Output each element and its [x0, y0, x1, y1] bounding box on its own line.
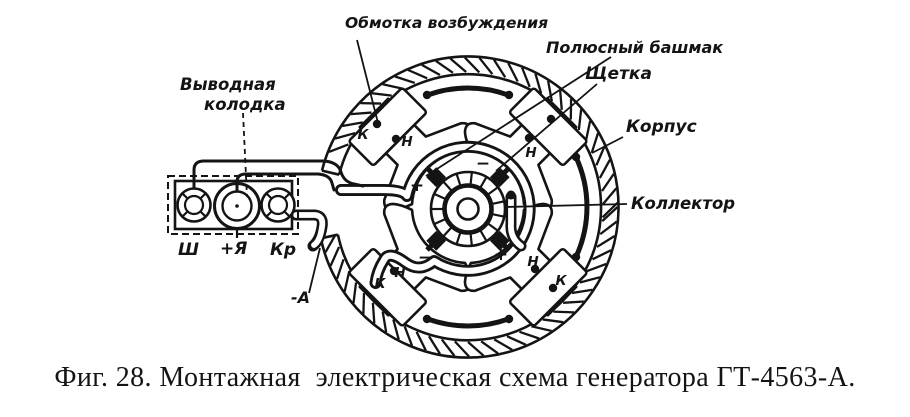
terminal-kr — [260, 187, 296, 223]
label-terminal-block-1: Выводная — [180, 75, 276, 94]
polarity-minus-sw: − — [418, 248, 432, 268]
winding-start-se: Н — [527, 254, 539, 270]
label-terminal-ya: +Я — [220, 239, 247, 259]
polarity-plus-se: + — [494, 245, 508, 265]
shaft-hole — [456, 197, 480, 221]
field-coil-connections — [426, 85, 590, 329]
housing-hatching — [324, 56, 619, 358]
terminal-block — [167, 175, 299, 238]
terminal-wires — [192, 159, 365, 192]
lead-end-dot — [506, 190, 516, 200]
label-terminal-block-2: колодка — [204, 95, 286, 114]
commutator-assembly — [429, 170, 507, 248]
terminal-sh — [176, 187, 212, 223]
wiring — [290, 140, 536, 289]
label-commutator: Коллектор — [631, 194, 735, 213]
winding-start-sw: Н — [394, 265, 406, 281]
coil-link-top — [426, 85, 510, 98]
leader-brush — [495, 83, 598, 172]
winding-end-se: К — [555, 273, 567, 289]
label-terminal-sh: Ш — [178, 240, 199, 260]
leader-commutator — [505, 203, 628, 208]
coil-terminal-dots — [369, 90, 581, 324]
terminal-cross — [181, 192, 207, 218]
label-ground-terminal: -А — [291, 288, 310, 307]
labels: Обмотка возбуждения Полюсный башмак Щетк… — [178, 14, 735, 307]
terminal-block-dashed-outline — [167, 175, 299, 235]
leader-ground — [308, 247, 321, 294]
commutator-segments — [431, 172, 504, 246]
leader-pole-shoe — [425, 56, 612, 177]
winding-end-nw: К — [357, 127, 369, 143]
brush-lead-core — [508, 197, 524, 249]
winding-start-nw: Н — [401, 134, 413, 150]
label-pole-shoe: Полюсный башмак — [546, 38, 724, 57]
coil-link-bottom — [426, 316, 510, 329]
ground-cable-core — [293, 212, 326, 248]
terminal-cross — [265, 192, 291, 218]
polarity-plus-nw: + — [410, 176, 424, 196]
winding-end-sw: К — [374, 276, 386, 292]
label-field-winding: Обмотка возбуждения — [345, 14, 548, 32]
leader-lines — [242, 39, 628, 294]
label-housing: Корпус — [626, 117, 697, 137]
leader-housing — [591, 136, 624, 154]
generator-schematic: Обмотка возбуждения Полюсный башмак Щетк… — [167, 14, 735, 359]
housing-gap-cap-top — [321, 169, 340, 176]
winding-start-ne: Н — [525, 145, 537, 161]
housing-outer-edge — [319, 55, 620, 359]
housing-inner-edge — [336, 73, 603, 342]
wire-ya — [235, 172, 336, 192]
label-brush: Щетка — [585, 64, 652, 84]
label-terminal-kr: Кр — [270, 240, 296, 260]
leader-field-winding — [356, 39, 379, 124]
stator-housing — [319, 55, 620, 359]
brush-se — [489, 230, 510, 251]
coil-link-right — [573, 155, 590, 259]
brush-ne — [489, 167, 510, 188]
wire-sh — [192, 159, 365, 190]
figure-caption: Фиг. 28. Монтажная электрическая схема г… — [54, 362, 856, 393]
brush-sw — [426, 230, 447, 251]
polarity-minus-ne: − — [476, 154, 490, 174]
